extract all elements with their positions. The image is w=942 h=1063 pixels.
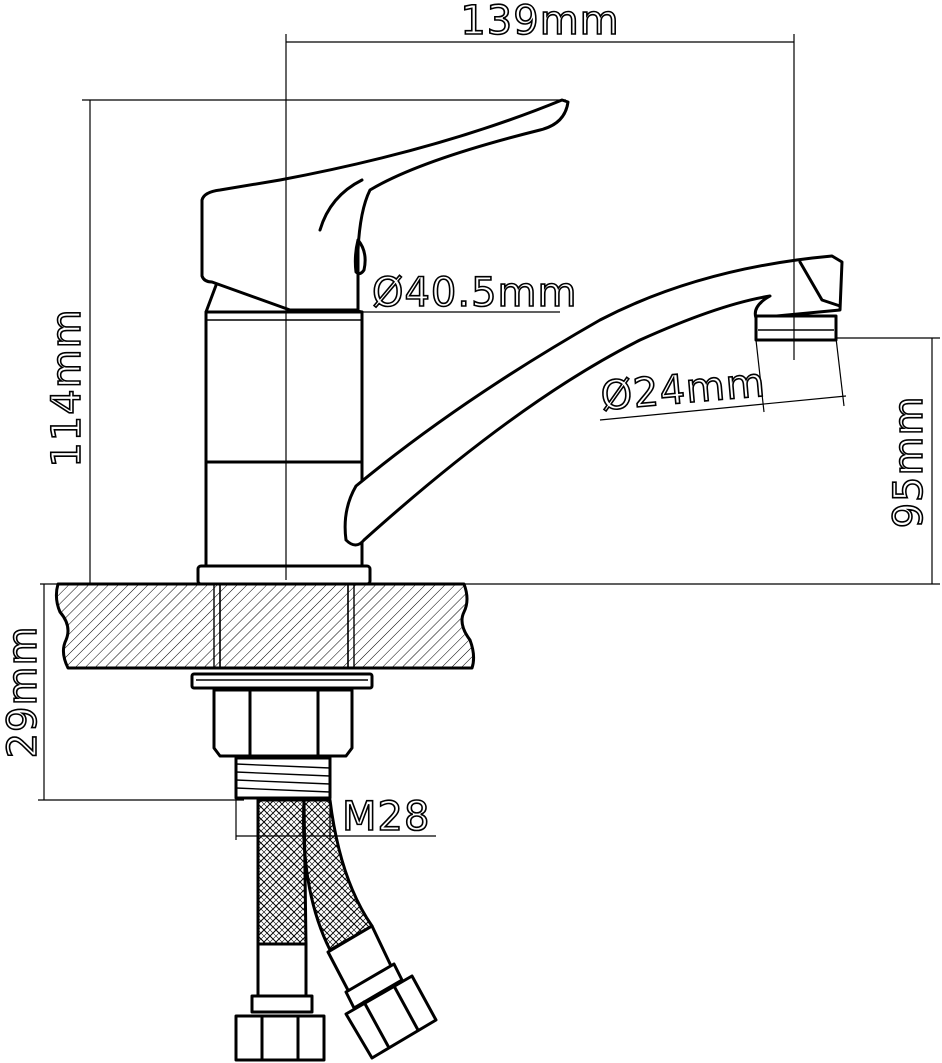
flex-hoses [234,798,438,1062]
dimension-shank-length: 29mm [0,626,46,759]
dimension-spout-height: 95mm [886,396,932,529]
dimension-lines [38,34,940,840]
spout [343,254,844,547]
countertop-section [54,582,476,670]
dimension-aerator-diameter: Ø24mm [599,360,768,420]
dimension-labels: 139mm 114mm Ø40.5mm Ø24mm 95mm 29mm M28 [0,0,933,841]
dimension-total-height: 114mm [44,308,90,467]
dimension-body-diameter: Ø40.5mm [372,270,577,316]
dimension-thread: M28 [342,794,430,840]
lever-handle [200,98,570,312]
under-counter-fittings [190,672,374,800]
faucet-body [196,278,372,586]
dimension-spout-reach: 139mm [460,0,619,44]
